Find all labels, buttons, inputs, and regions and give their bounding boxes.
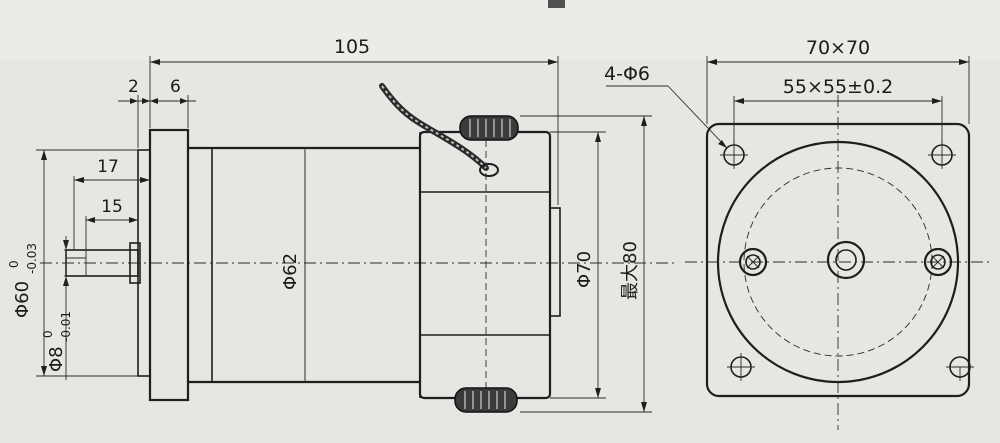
bolt-circle: [743, 167, 933, 357]
svg-text:Φ60: Φ60: [12, 281, 33, 318]
dim-max80: 最大80: [620, 241, 641, 300]
dim-phi62: Φ62: [280, 253, 301, 290]
dim-70x70: 70×70: [806, 37, 870, 59]
left-screw: [738, 247, 768, 277]
svg-text:Φ8: Φ8: [46, 346, 67, 372]
svg-text:-0.01: -0.01: [59, 311, 73, 342]
lead-wire: [379, 83, 499, 177]
dim-phi70: Φ70: [574, 251, 595, 288]
dim-2: 2: [128, 77, 139, 97]
body-circle: [716, 140, 960, 384]
dim-phi60: Φ60 0 -0.03: [7, 243, 39, 318]
top-knob: [459, 115, 519, 141]
flange: [148, 128, 190, 402]
svg-text:-0.03: -0.03: [25, 243, 39, 274]
svg-text:0: 0: [7, 260, 21, 268]
dim-17: 17: [97, 157, 119, 177]
dim-105: 105: [334, 36, 370, 58]
dim-4-phi6: 4-Φ6: [604, 63, 650, 85]
dim-55x55: 55×55±0.2: [783, 76, 893, 98]
bottom-knob: [454, 387, 518, 413]
dim-phi8: Φ8 0 -0.01: [41, 311, 73, 372]
dim-6: 6: [170, 77, 181, 97]
front-view: 70×70 55×55±0.2 4-Φ6: [604, 37, 990, 430]
side-view: 105 2 6 17 15 Φ60 0 -0.03: [7, 36, 675, 413]
svg-text:0: 0: [41, 330, 55, 338]
square-flange: [705, 122, 971, 398]
output-shaft: [826, 240, 866, 280]
right-screw: [923, 247, 953, 277]
dim-15: 15: [101, 197, 123, 217]
motor-body: [188, 146, 420, 384]
